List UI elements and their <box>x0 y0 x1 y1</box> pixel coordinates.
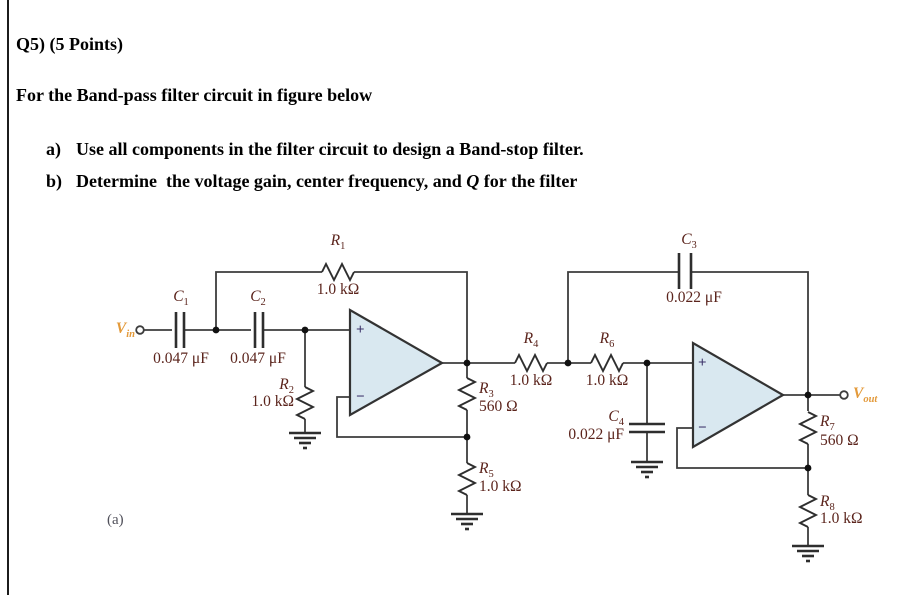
value-r5: 1.0 kΩ <box>479 478 522 495</box>
question-number: Q5) (5 Points) <box>16 34 123 54</box>
node-r6-c4 <box>643 359 651 367</box>
capacitor-c2 <box>253 312 265 348</box>
value-r8: 1.0 kΩ <box>820 510 863 527</box>
opamps <box>348 308 786 449</box>
value-r7: 560 Ω <box>820 432 859 449</box>
resistor-r7 <box>797 411 819 445</box>
resistor-r6 <box>590 352 624 374</box>
node-c2-r2 <box>301 326 309 334</box>
label-vout: Vout <box>853 385 878 406</box>
terminals <box>135 325 849 400</box>
label-r3: R3 <box>479 380 494 401</box>
node-opamp1-out <box>463 359 471 367</box>
capacitor-c3 <box>677 253 693 289</box>
label-r8: R8 <box>820 493 835 514</box>
figure-label: (a) <box>107 512 124 528</box>
value-r6: 1.0 kΩ <box>585 372 629 389</box>
question-item-b: b) Determine the voltage gain, center fre… <box>46 171 577 192</box>
capacitor-c1 <box>174 312 186 348</box>
label-r7: R7 <box>820 413 835 434</box>
resistor-r3 <box>456 377 478 411</box>
opamp-1 <box>348 308 445 417</box>
value-r3: 560 Ω <box>479 398 518 415</box>
wire-c3-right <box>691 271 809 395</box>
capacitors <box>174 253 693 434</box>
item-b-q-symbol: Q <box>466 171 480 191</box>
node-r7-r8 <box>804 464 812 472</box>
item-b-prefix: b) <box>46 171 63 191</box>
resistor-r8 <box>797 494 819 528</box>
value-r1: 1.0 kΩ <box>316 281 360 298</box>
item-b-text-post: for the filter <box>479 171 578 191</box>
label-c2: C2 <box>250 288 266 309</box>
node-c1-c2 <box>212 326 220 334</box>
wires <box>144 271 840 546</box>
resistor-r5 <box>456 462 478 496</box>
item-b-text-pre: Determine the voltage gain, center frequ… <box>76 171 467 191</box>
label-r6: R6 <box>599 330 615 351</box>
label-r1: R1 <box>330 232 346 253</box>
opamp2-minus-sign: − <box>698 420 707 436</box>
item-a-text: Use all components in the filter circuit… <box>76 139 584 159</box>
vin-terminal <box>135 325 145 335</box>
item-a-prefix: a) <box>46 139 61 159</box>
value-c1: 0.047 μF <box>153 350 209 367</box>
opamp2-plus-sign: + <box>698 355 707 371</box>
label-vin: Vin <box>115 320 135 341</box>
opamp1-minus-sign: − <box>356 389 365 405</box>
label-r5: R5 <box>479 460 494 481</box>
junction-dots <box>212 326 812 472</box>
wire-c3-left <box>567 271 679 363</box>
value-c2: 0.047 μF <box>230 350 286 367</box>
node-r4-r6 <box>564 359 572 367</box>
opamp-2 <box>691 341 786 449</box>
label-c1: C1 <box>173 288 189 309</box>
wire-r1-right <box>354 271 468 363</box>
opamp1-plus-sign: + <box>356 322 365 338</box>
ground-r5 <box>451 512 483 531</box>
value-c3: 0.022 μF <box>666 289 722 306</box>
wire-r1-left <box>215 271 322 330</box>
question-item-a: a) Use all components in the filter circu… <box>46 139 584 160</box>
value-r4: 1.0 kΩ <box>509 372 553 389</box>
page-left-border <box>7 0 9 595</box>
node-r3-r5 <box>463 433 471 441</box>
value-r2: 1.0 kΩ <box>251 393 294 410</box>
capacitor-c4 <box>629 422 665 434</box>
resistor-r2 <box>294 386 316 420</box>
label-r2: R2 <box>279 376 294 397</box>
resistor-r4 <box>514 352 548 374</box>
question-intro: For the Band-pass filter circuit in figu… <box>16 85 373 105</box>
label-r4: R4 <box>523 330 539 351</box>
ground-r8 <box>792 544 824 563</box>
resistor-r1 <box>321 261 355 283</box>
wire-opamp1-feedback <box>336 396 467 438</box>
ground-r2 <box>289 431 321 450</box>
label-c3: C3 <box>681 231 697 252</box>
vout-terminal <box>839 390 849 400</box>
wire-opamp2-feedback <box>676 427 808 469</box>
value-c4: 0.022 μF <box>568 426 624 443</box>
grounds <box>289 431 824 563</box>
resistors <box>294 261 819 528</box>
node-opamp2-out <box>804 391 812 399</box>
ground-c4 <box>631 460 663 479</box>
label-c4: C4 <box>608 408 624 429</box>
